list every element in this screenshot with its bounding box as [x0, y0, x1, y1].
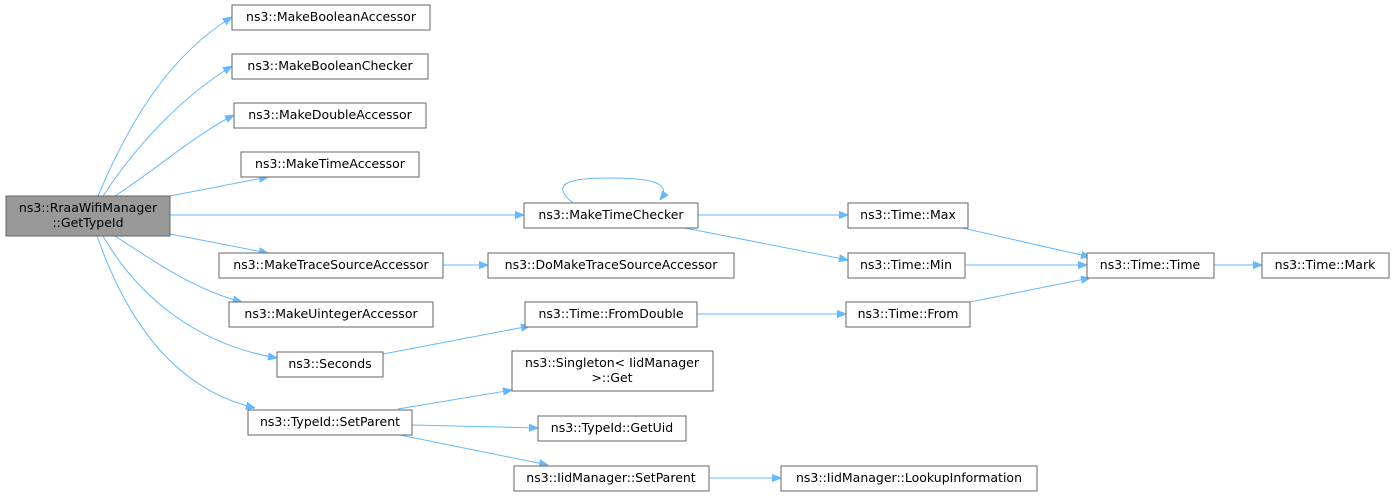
edge-seconds-to-time-from-double [382, 326, 530, 355]
node-singleton-get[interactable]: ns3::Singleton< IidManager >::Get [511, 350, 714, 392]
node-iidmanager-lookup-information[interactable]: ns3::IidManager::LookupInformation [780, 465, 1038, 492]
node-root-line-1: ns3::RraaWifiManager [19, 200, 158, 215]
edge-make-time-checker-self-loop [562, 177, 664, 204]
node-root[interactable]: ns3::RraaWifiManager ::GetTypeId [5, 195, 171, 237]
node-time-from-label: ns3::Time::From [858, 306, 959, 321]
node-seconds[interactable]: ns3::Seconds [276, 351, 384, 378]
node-time-from-double[interactable]: ns3::Time::FromDouble [524, 301, 698, 328]
edge-root-to-make-boolean-checker [102, 66, 232, 197]
node-make-boolean-checker[interactable]: ns3::MakeBooleanChecker [231, 53, 429, 80]
node-make-time-checker[interactable]: ns3::MakeTimeChecker [523, 202, 699, 229]
node-time-min-label: ns3::Time::Min [860, 257, 952, 272]
node-singleton-get-line-1: ns3::Singleton< IidManager [525, 355, 700, 370]
node-typeid-get-uid[interactable]: ns3::TypeId::GetUid [537, 415, 687, 442]
node-iidmanager-set-parent-label: ns3::IidManager::SetParent [526, 470, 696, 485]
node-time-max-label: ns3::Time::Max [860, 207, 956, 222]
node-singleton-get-line-2: >::Get [591, 370, 632, 385]
node-time-from[interactable]: ns3::Time::From [845, 301, 971, 328]
node-time-min[interactable]: ns3::Time::Min [847, 252, 966, 279]
node-make-trace-source-accessor-label: ns3::MakeTraceSourceAccessor [233, 257, 429, 272]
edge-root-to-make-boolean-accessor [97, 17, 232, 197]
edge-root-to-make-time-accessor [169, 177, 268, 197]
edge-root-to-make-trace-source-accessor [169, 233, 268, 253]
node-make-time-checker-label: ns3::MakeTimeChecker [538, 207, 684, 222]
edge-typeid-set-parent-to-iidmanager-set-parent [394, 433, 548, 465]
node-make-time-accessor-label: ns3::MakeTimeAccessor [255, 156, 406, 171]
node-make-trace-source-accessor[interactable]: ns3::MakeTraceSourceAccessor [218, 252, 444, 279]
node-time-from-double-label: ns3::Time::FromDouble [538, 306, 683, 321]
node-make-boolean-accessor[interactable]: ns3::MakeBooleanAccessor [231, 4, 431, 31]
edge-root-to-typeid-set-parent [96, 235, 255, 408]
node-time-mark-label: ns3::Time::Mark [1275, 257, 1376, 272]
node-time-time[interactable]: ns3::Time::Time [1086, 252, 1215, 279]
node-make-time-accessor[interactable]: ns3::MakeTimeAccessor [240, 151, 420, 178]
node-time-time-label: ns3::Time::Time [1100, 257, 1201, 272]
edge-root-to-make-uinteger-accessor [114, 235, 242, 302]
node-make-uinteger-accessor[interactable]: ns3::MakeUintegerAccessor [228, 301, 434, 328]
node-do-make-trace-source-accessor[interactable]: ns3::DoMakeTraceSourceAccessor [487, 252, 735, 279]
node-make-boolean-checker-label: ns3::MakeBooleanChecker [247, 58, 413, 73]
node-typeid-get-uid-label: ns3::TypeId::GetUid [551, 420, 673, 435]
node-time-mark[interactable]: ns3::Time::Mark [1261, 252, 1390, 279]
node-typeid-set-parent[interactable]: ns3::TypeId::SetParent [247, 409, 413, 436]
node-make-double-accessor-label: ns3::MakeDoubleAccessor [248, 107, 412, 122]
edge-time-from-to-time-time [969, 278, 1090, 303]
node-typeid-set-parent-label: ns3::TypeId::SetParent [260, 414, 400, 429]
edge-typeid-set-parent-to-singleton-get [397, 390, 512, 410]
edge-make-time-checker-to-time-min [684, 227, 848, 260]
edge-root-to-seconds [102, 235, 277, 358]
node-make-uinteger-accessor-label: ns3::MakeUintegerAccessor [244, 306, 418, 321]
node-iidmanager-set-parent[interactable]: ns3::IidManager::SetParent [513, 465, 710, 492]
node-make-double-accessor[interactable]: ns3::MakeDoubleAccessor [233, 102, 427, 129]
node-root-line-2: ::GetTypeId [52, 215, 123, 230]
node-do-make-trace-source-accessor-label: ns3::DoMakeTraceSourceAccessor [505, 257, 719, 272]
node-time-max[interactable]: ns3::Time::Max [847, 202, 969, 229]
edge-root-to-make-double-accessor [114, 115, 234, 197]
node-seconds-label: ns3::Seconds [288, 356, 371, 371]
node-make-boolean-accessor-label: ns3::MakeBooleanAccessor [246, 9, 417, 24]
edge-typeid-set-parent-to-typeid-get-uid [411, 425, 538, 428]
edge-time-max-to-time-time [957, 226, 1090, 257]
node-iidmanager-lookup-information-label: ns3::IidManager::LookupInformation [796, 470, 1022, 485]
